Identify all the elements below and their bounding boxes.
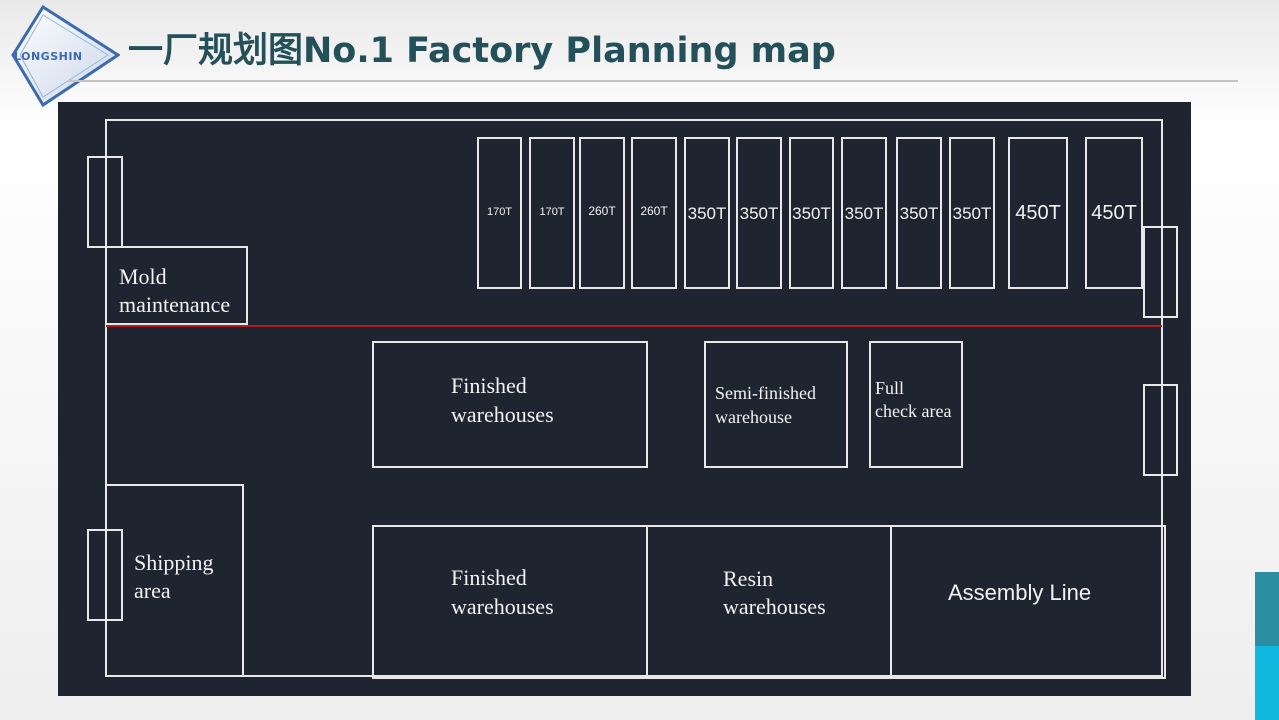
door-right-middle <box>1143 384 1178 476</box>
semi-finished-warehouse-label-2: warehouse <box>715 407 792 427</box>
machine-label: 450T <box>1091 202 1137 224</box>
machine-bay <box>736 137 782 289</box>
assembly-line-label: Assembly Line <box>948 580 1091 605</box>
building-outline <box>105 119 1163 677</box>
machine-label: 350T <box>953 204 992 223</box>
machine-label: 350T <box>688 204 727 223</box>
machine-label: 350T <box>740 204 779 223</box>
machine-label: 170T <box>487 206 512 218</box>
machine-bay <box>841 137 887 289</box>
machine-bay <box>529 137 575 289</box>
accent-bar-light <box>1255 646 1279 720</box>
machine-label: 350T <box>792 204 831 223</box>
machine-bay <box>684 137 730 289</box>
machine-bay <box>896 137 942 289</box>
finished-warehouses-top-box <box>372 341 648 468</box>
machine-bay <box>949 137 995 289</box>
page-title: 一厂规划图No.1 Factory Planning map <box>128 31 836 71</box>
finished-warehouses-bottom-label-2: warehouses <box>451 594 554 619</box>
finished-warehouses-bottom-label-1: Finished <box>451 565 527 590</box>
machine-bay <box>1085 137 1143 289</box>
machine-bay <box>631 137 677 289</box>
machine-label: 260T <box>588 204 616 218</box>
machine-bay <box>1008 137 1068 289</box>
machine-label: 350T <box>845 204 884 223</box>
resin-warehouses-label-1: Resin <box>723 566 773 591</box>
machine-label: 170T <box>539 206 564 218</box>
machine-label: 260T <box>640 204 668 218</box>
accent-bar-dark <box>1255 572 1279 646</box>
company-logo <box>10 4 121 108</box>
door-right-top <box>1143 226 1178 318</box>
semi-finished-warehouse-box <box>704 341 848 468</box>
logo-text: LONGSHIN <box>14 50 83 63</box>
shipping-area-label-1: Shipping <box>134 550 213 575</box>
assembly-line-box <box>890 525 1166 679</box>
factory-plan-drawing: 170T 170T 260T 260T 350T 350T 350T 350T 350T 350T… <box>87 119 1178 679</box>
machine-label: 350T <box>900 204 939 223</box>
full-check-area-label-1: Full <box>875 378 904 398</box>
full-check-area-label-2: check area <box>875 401 951 421</box>
shipping-area-label-2: area <box>134 578 171 603</box>
machine-label: 450T <box>1015 202 1061 224</box>
title-underline <box>68 80 1238 82</box>
semi-finished-warehouse-label-1: Semi-finished <box>715 383 816 403</box>
mold-maintenance-box <box>105 246 248 325</box>
resin-warehouses-label-2: warehouses <box>723 594 826 619</box>
full-check-area-box <box>869 341 963 468</box>
machine-bay <box>789 137 834 289</box>
finished-warehouses-top-label-1: Finished <box>451 373 527 398</box>
mold-maintenance-label-2: maintenance <box>119 292 230 317</box>
mold-maintenance-label-1: Mold <box>119 264 167 289</box>
shipping-area-box <box>105 484 244 677</box>
finished-warehouses-top-label-2: warehouses <box>451 402 554 427</box>
machine-bay <box>477 137 522 289</box>
factory-plan: 170T 170T 260T 260T 350T 350T 350T 350T 350T 350T… <box>58 102 1191 696</box>
machine-bay <box>579 137 625 289</box>
